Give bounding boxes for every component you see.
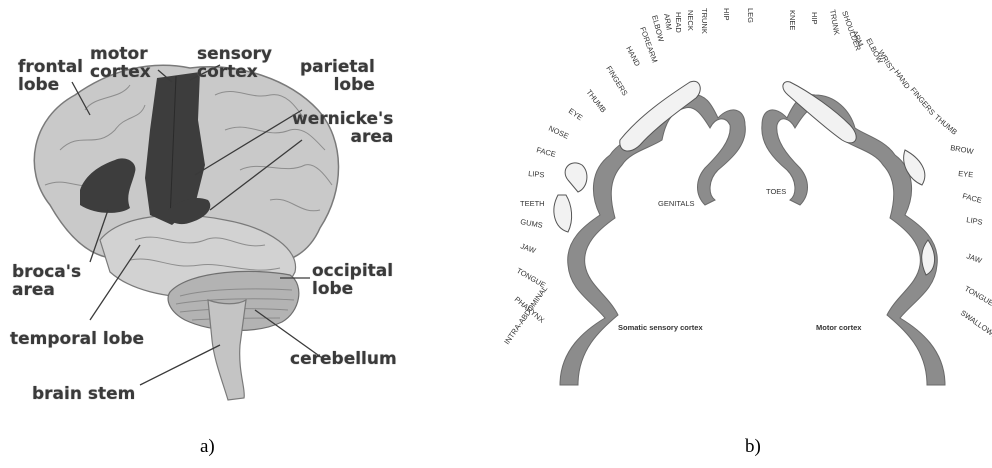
sensory-label-eye: EYE [567,106,584,122]
brain-lobes-diagram: frontal lobe motor cortex sensory cortex… [0,0,420,420]
motor-label-tongue: TONGUE [963,284,992,308]
motor-label-toes: TOES [766,187,786,196]
sensory-label-arm: ARM [662,13,674,31]
sensory-label-nose: NOSE [547,124,570,141]
motor-label-knee: KNEE [788,10,797,30]
brocas-area-label: broca's area [12,263,81,299]
sensory-label-trunk: TRUNK [700,8,709,34]
temporal-lobe-label: temporal lobe [10,330,144,348]
sensory-label-hand: HAND [624,45,642,69]
sensory-label-genitals: GENITALS [658,199,695,208]
sensory-label-jaw: JAW [519,241,538,255]
motor-label-hand: HAND [892,68,912,91]
sensory-label-thumb: THUMB [584,88,608,115]
motor-label-trunk: TRUNK [828,9,841,36]
motor-label-thumb: THUMB [933,113,959,137]
motor-label-swallowing: SWALLOWING [959,308,992,345]
sensory-label-face: FACE [535,145,556,159]
motor-label-lips: LIPS [966,215,984,227]
sensory-cortex-ribbon [560,95,745,385]
sensory-label-teeth: TEETH [520,199,545,208]
motor-label-brow: BROW [950,143,975,156]
sensory-label-fingers: FINGERS [604,64,629,97]
caption-b: b) [745,436,761,458]
motor-label-jaw: JAW [965,251,984,265]
sensory-label-head: HEAD [674,12,683,33]
caption-a: a) [200,436,215,458]
homunculus-diagram: LEGHIPTRUNKNECKHEADARMELBOWFOREARMHANDFI… [490,0,992,410]
motor-cortex-label: motor cortex [90,45,151,81]
occipital-lobe-label: occipital lobe [312,262,393,298]
brain-stem-shape [208,300,246,400]
frontal-lobe-label: frontal lobe [18,58,83,94]
parietal-lobe-label: parietal lobe [300,58,375,94]
sensory-label-leg: LEG [746,8,755,23]
sensory-cortex-title: Somatic sensory cortex [618,323,703,332]
motor-label-fingers: FINGERS [908,86,936,117]
motor-cortex-title: Motor cortex [816,323,862,332]
homunculus-illustration: LEGHIPTRUNKNECKHEADARMELBOWFOREARMHANDFI… [490,0,992,410]
brain-stem-label: brain stem [32,385,135,403]
sensory-label-lips: LIPS [528,169,545,179]
sensory-cortex-label: sensory cortex [197,45,272,81]
motor-label-eye: EYE [958,169,974,179]
motor-label-face: FACE [961,191,982,205]
sensory-label-neck: NECK [686,10,695,31]
wernickes-area-label: wernicke's area [292,110,393,146]
motor-label-hip: HIP [810,12,819,25]
sensory-label-gums: GUMS [520,217,544,230]
cerebellum-label: cerebellum [290,350,397,368]
sensory-label-hip: HIP [722,8,731,21]
